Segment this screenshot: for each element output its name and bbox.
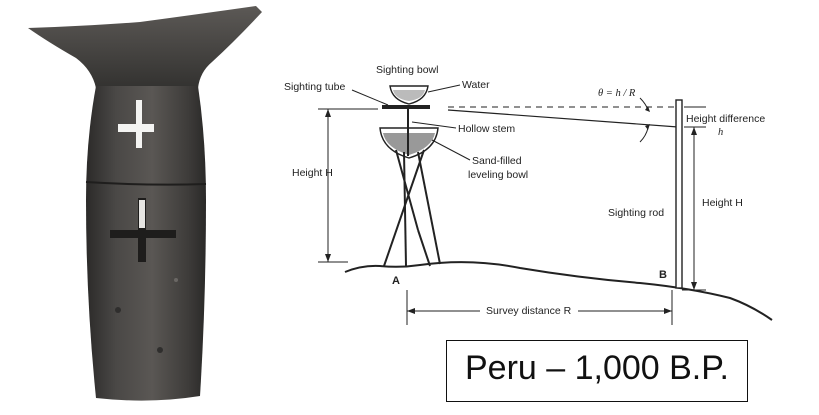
label-sand-filled: Sand-filled — [472, 155, 522, 167]
label-water: Water — [462, 79, 490, 91]
sight-line — [447, 109, 679, 128]
artifact-photo — [0, 0, 270, 415]
label-survey-distance: Survey distance R — [486, 305, 572, 317]
label-point-b: B — [659, 269, 667, 281]
caption-box: Peru – 1,000 B.P. — [446, 340, 748, 402]
label-leveling-bowl: leveling bowl — [468, 169, 528, 181]
label-height-h-left: Height H — [292, 167, 333, 179]
sighting-tube — [382, 105, 430, 109]
label-sighting-rod: Sighting rod — [608, 207, 664, 219]
label-height-h-right: Height H — [702, 197, 743, 209]
label-height-difference: Height difference — [686, 113, 765, 125]
label-theta: θ = h / R — [598, 88, 636, 99]
label-sighting-bowl: Sighting bowl — [376, 64, 438, 76]
label-point-a: A — [392, 275, 400, 287]
caption-text: Peru – 1,000 B.P. — [464, 349, 729, 387]
leveling-diagram: Sighting bowl Water Sighting tube θ = h … — [284, 64, 773, 325]
label-sighting-tube: Sighting tube — [284, 81, 345, 93]
label-h: h — [718, 127, 723, 138]
sighting-rod — [675, 99, 683, 289]
label-hollow-stem: Hollow stem — [458, 123, 515, 135]
ground-line — [344, 261, 773, 321]
tripod — [383, 149, 441, 267]
